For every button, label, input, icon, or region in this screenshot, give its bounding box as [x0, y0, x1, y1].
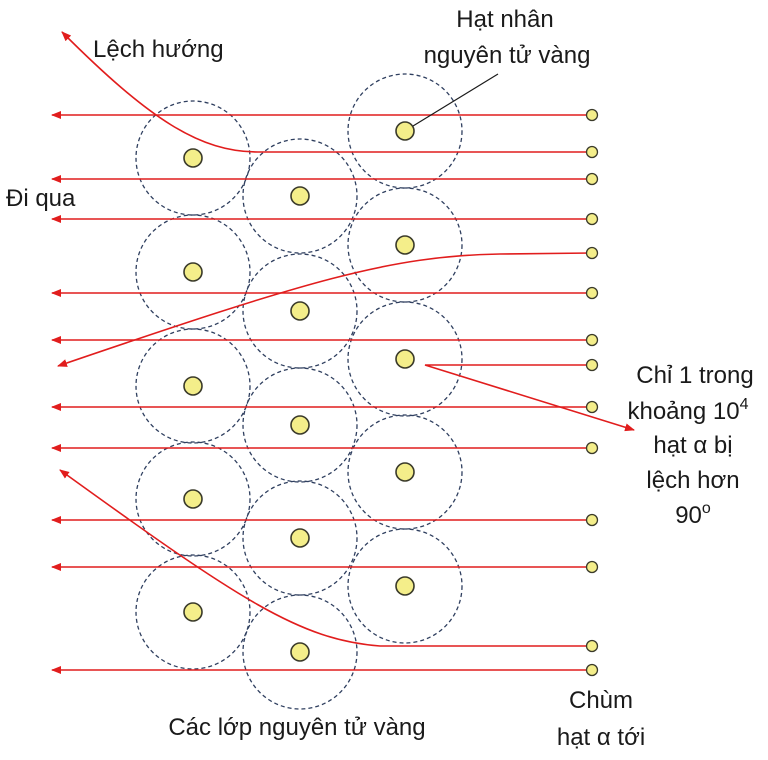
alpha-particle	[585, 172, 599, 186]
atom-boundary	[135, 441, 251, 557]
nucleus-label-line1: Hạt nhân	[456, 6, 553, 33]
alpha-beam-sources	[585, 108, 599, 677]
alpha-particle	[585, 246, 599, 260]
atom-boundary	[242, 138, 358, 254]
gold-nucleus	[183, 376, 203, 396]
atom-boundary	[347, 301, 463, 417]
alpha-ray-deflected-bottom	[59, 469, 592, 647]
gold-layers-label: Các lớp nguyên tử vàng	[168, 714, 425, 741]
gold-nucleus	[183, 262, 203, 282]
alpha-particle	[585, 333, 599, 347]
alpha-particle	[585, 663, 599, 677]
alpha-particle	[585, 639, 599, 653]
alpha-particle	[585, 400, 599, 414]
atom-boundary	[242, 480, 358, 596]
note-line3: hạt α bị	[653, 432, 732, 459]
nucleus-label-line2: nguyên tử vàng	[424, 42, 591, 69]
gold-nucleus	[290, 186, 310, 206]
gold-nucleus	[395, 121, 415, 141]
gold-nucleus	[395, 462, 415, 482]
atom-boundary	[347, 73, 463, 189]
alpha-particle	[585, 286, 599, 300]
alpha-particle	[585, 358, 599, 372]
atom-boundary	[242, 367, 358, 483]
gold-nucleus	[183, 148, 203, 168]
deflected-rays	[57, 31, 635, 647]
gold-atom-layers	[135, 73, 463, 710]
note-line2: khoảng 104	[627, 396, 748, 425]
gold-nucleus	[290, 642, 310, 662]
atom-boundary	[347, 528, 463, 644]
gold-nucleus	[290, 301, 310, 321]
alpha-particle	[585, 108, 599, 122]
nucleus-pointer-line	[412, 73, 499, 127]
atom-boundary	[242, 594, 358, 710]
alpha-ray-backscattered	[424, 364, 635, 432]
gold-nucleus	[183, 602, 203, 622]
gold-nucleus	[290, 415, 310, 435]
deflection-note: Chỉ 1 trong khoảng 104 hạt α bị lệch hơn…	[627, 362, 753, 529]
gold-nucleus	[395, 349, 415, 369]
note-line1: Chỉ 1 trong	[636, 362, 753, 389]
alpha-particle	[585, 145, 599, 159]
alpha-particle	[585, 513, 599, 527]
gold-nucleus	[395, 235, 415, 255]
atom-boundary	[135, 100, 251, 216]
alpha-particle	[585, 560, 599, 574]
beam-label-line1: Chùm	[569, 687, 633, 714]
alpha-particle	[585, 212, 599, 226]
straight-rays	[51, 111, 592, 674]
alpha-particle	[585, 441, 599, 455]
note-line4: lệch hơn	[646, 467, 739, 494]
atom-boundary	[347, 187, 463, 303]
gold-nucleus	[183, 489, 203, 509]
atom-boundary	[242, 253, 358, 369]
deflected-label: Lệch hướng	[93, 36, 224, 63]
gold-nucleus	[290, 528, 310, 548]
beam-label-line2: hạt α tới	[557, 724, 645, 751]
gold-nuclei	[183, 121, 415, 662]
alpha-ray-deflected-top	[61, 31, 592, 153]
pass-through-label: Đi qua	[6, 185, 76, 212]
note-line5: 90o	[675, 500, 711, 529]
alpha-ray-deflected-middle	[57, 252, 593, 367]
atom-boundary	[135, 214, 251, 330]
atom-boundary	[347, 414, 463, 530]
gold-nucleus	[395, 576, 415, 596]
atom-boundary	[135, 554, 251, 670]
atom-boundary	[135, 328, 251, 444]
